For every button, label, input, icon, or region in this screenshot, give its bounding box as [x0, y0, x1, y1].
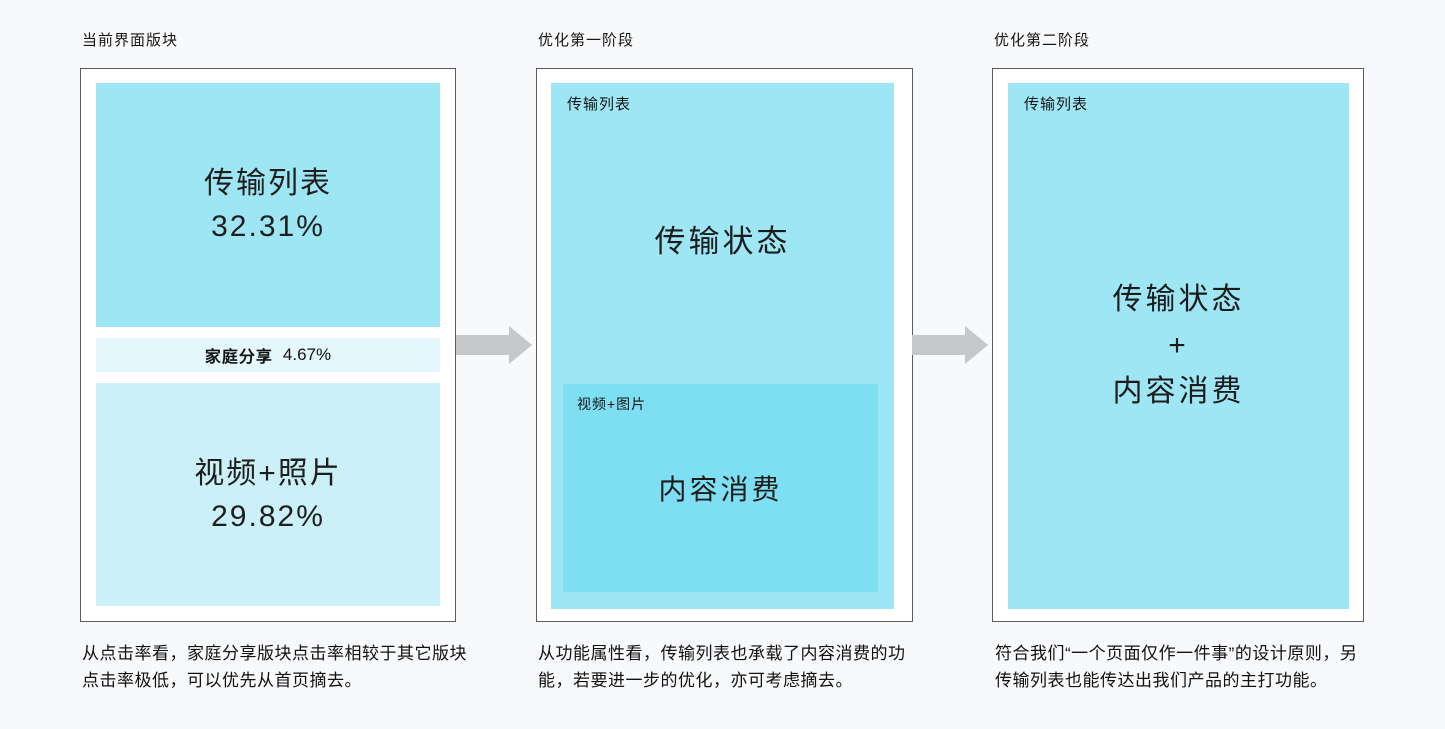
- panel-title-current: 当前界面版块: [82, 32, 179, 49]
- region-transfer-list: 传输列表 传输状态 视频+图片 内容消费: [551, 83, 894, 609]
- content-consumption-label: 内容消费: [658, 474, 783, 505]
- caption-phase1-line-1: 从功能属性看，传输列表也承载了内容消费的功: [538, 644, 906, 663]
- block-video-photo: 视频+照片 29.82%: [96, 383, 440, 606]
- caption-current-line-1: 从点击率看，家庭分享版块点击率相较于其它版块: [82, 644, 467, 663]
- caption-current-line-2: 点击率极低，可以优先从首页摘去。: [82, 671, 362, 690]
- block-transfer-list-label: 传输列表: [204, 167, 332, 200]
- caption-phase2-line-2: 传输列表也能传达出我们产品的主打功能。: [995, 671, 1328, 690]
- region-video-picture-label: 视频+图片: [577, 396, 647, 412]
- caption-current: 从点击率看，家庭分享版块点击率相较于其它版块 点击率极低，可以优先从首页摘去。: [82, 640, 467, 694]
- region-transfer-list-label: 传输列表: [567, 96, 632, 113]
- panel-current: 传输列表 32.31% 家庭分享 4.67% 视频+照片 29.82%: [80, 68, 456, 622]
- block-transfer-list: 传输列表 32.31%: [96, 83, 440, 327]
- flow-arrow-icon: [912, 326, 988, 364]
- panel-phase1: 传输列表 传输状态 视频+图片 内容消费: [536, 68, 913, 622]
- caption-phase2-line-1: 符合我们“一个页面仅作一件事”的设计原则，另: [995, 644, 1358, 663]
- block-family-share-label: 家庭分享: [204, 349, 273, 366]
- caption-phase1-line-2: 能，若要进一步的优化，亦可考虑摘去。: [538, 671, 853, 690]
- region-video-picture: 视频+图片 内容消费: [563, 384, 878, 592]
- merged-function-line-2: 内容消费: [1112, 375, 1245, 408]
- block-transfer-list-value: 32.31%: [211, 210, 325, 243]
- flow-arrow-icon: [456, 326, 532, 364]
- block-video-photo-value: 29.82%: [211, 499, 325, 533]
- plus-sign: +: [1168, 329, 1189, 362]
- block-family-share: 家庭分享 4.67%: [96, 338, 440, 372]
- region-transfer-list: 传输列表 传输状态 + 内容消费: [1008, 83, 1349, 609]
- transfer-status-label: 传输状态: [654, 224, 791, 259]
- caption-phase2: 符合我们“一个页面仅作一件事”的设计原则，另 传输列表也能传达出我们产品的主打功…: [995, 640, 1357, 694]
- panel-phase2: 传输列表 传输状态 + 内容消费: [992, 68, 1364, 622]
- block-family-share-value: 4.67%: [282, 345, 332, 364]
- block-video-photo-label: 视频+照片: [194, 456, 342, 490]
- merged-function-line-1: 传输状态: [1112, 283, 1245, 316]
- caption-phase1: 从功能属性看，传输列表也承载了内容消费的功 能，若要进一步的优化，亦可考虑摘去。: [538, 640, 906, 694]
- panel-title-phase2: 优化第二阶段: [994, 32, 1091, 49]
- panel-title-phase1: 优化第一阶段: [538, 32, 635, 49]
- region-transfer-list-label: 传输列表: [1024, 96, 1089, 113]
